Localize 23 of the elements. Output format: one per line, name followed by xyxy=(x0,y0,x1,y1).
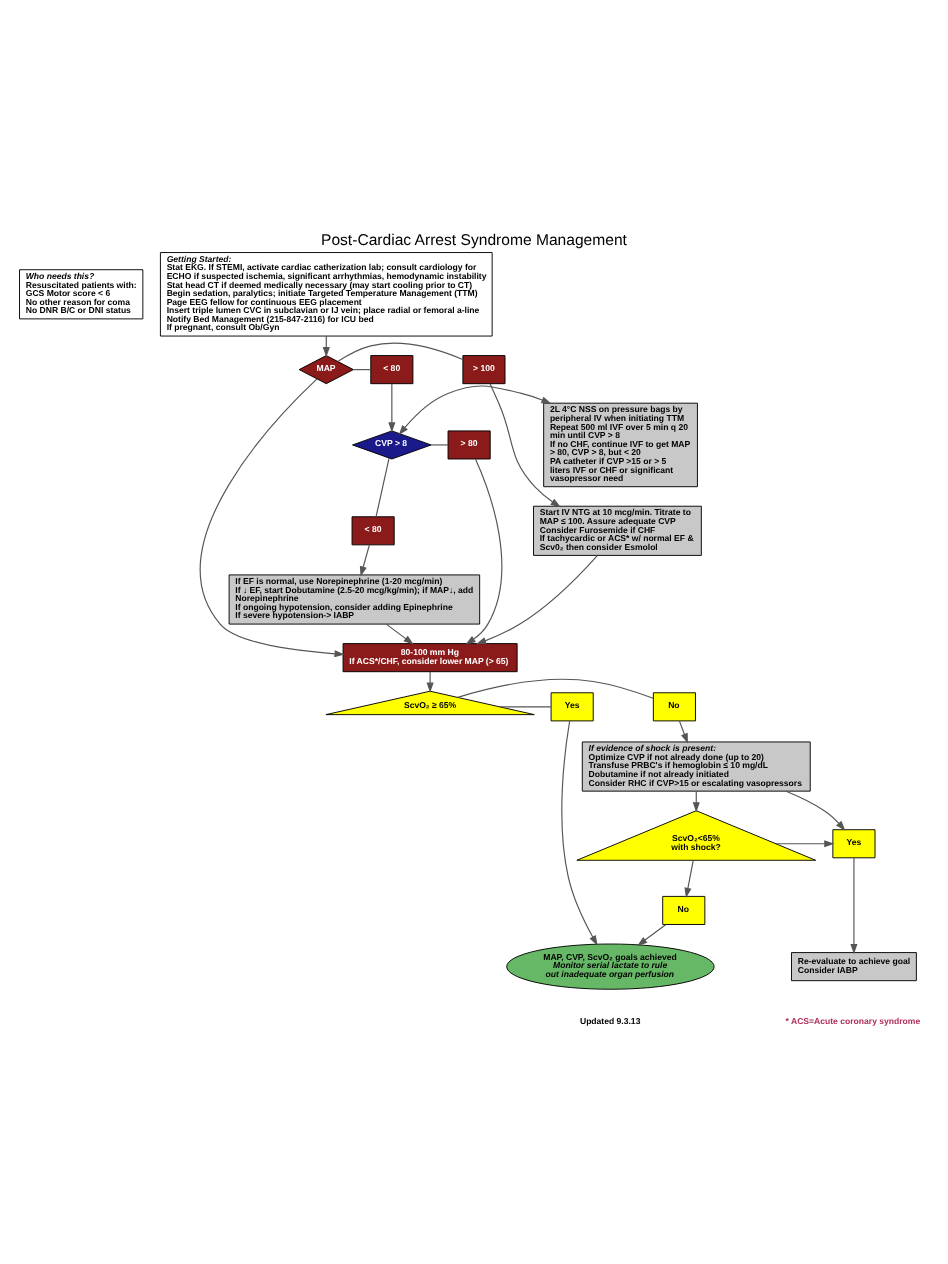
arrow xyxy=(637,923,667,945)
arrow xyxy=(426,670,434,692)
connector xyxy=(430,443,449,445)
connector xyxy=(499,705,552,707)
arrow xyxy=(465,457,503,644)
arrow xyxy=(850,856,858,954)
connector xyxy=(352,368,372,370)
arrow xyxy=(785,789,846,830)
arrow xyxy=(200,377,345,657)
arrow xyxy=(359,543,370,576)
arrow xyxy=(476,553,598,644)
arrow xyxy=(561,719,598,945)
arrow xyxy=(385,622,414,644)
arrow xyxy=(678,719,688,743)
arrow xyxy=(775,839,835,847)
arrow xyxy=(489,382,561,507)
connector xyxy=(375,456,390,517)
arrow xyxy=(684,858,694,897)
arrow xyxy=(388,382,396,432)
diagram-title: Post-Cardiac Arrest Syndrome Management xyxy=(321,229,627,248)
connector xyxy=(337,341,464,362)
arrow xyxy=(398,384,552,435)
connector xyxy=(457,677,654,698)
